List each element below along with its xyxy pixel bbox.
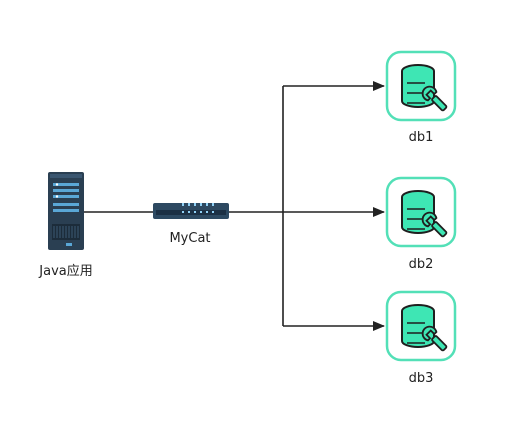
- db3-label: db3: [408, 371, 434, 386]
- db1-icon: [385, 50, 457, 122]
- db2-label: db2: [408, 257, 434, 272]
- db1-label: db1: [408, 130, 434, 145]
- server-rack-icon: [48, 172, 84, 250]
- db3-icon: [385, 290, 457, 362]
- java-app-label: Java应用: [39, 264, 93, 279]
- mycat-label: MyCat: [169, 231, 211, 246]
- db2-icon: [385, 176, 457, 248]
- network-switch-icon: [153, 203, 229, 219]
